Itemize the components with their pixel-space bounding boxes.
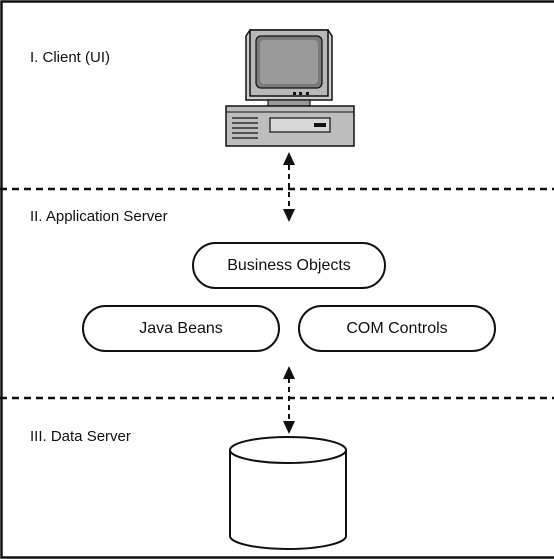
tier-label-data-server: III. Data Server (30, 428, 131, 445)
app-data-connector-arrow (283, 366, 295, 434)
tier-label-application-server: II. Application Server (30, 208, 168, 225)
arrowhead-up (283, 366, 295, 379)
java-beans-label: Java Beans (139, 319, 223, 337)
java-beans-node: Java Beans (82, 305, 280, 352)
database-cylinder-icon (229, 436, 347, 550)
business-objects-label: Business Objects (227, 256, 351, 274)
arrowhead-up (283, 152, 295, 165)
com-controls-node: COM Controls (298, 305, 496, 352)
arrowhead-down (283, 421, 295, 434)
com-controls-label: COM Controls (346, 319, 448, 337)
tier-label-client: I. Client (UI) (30, 49, 111, 66)
business-objects-node: Business Objects (192, 242, 386, 289)
client-app-connector-arrow (283, 152, 295, 222)
arrowhead-down (283, 209, 295, 222)
desktop-computer-icon (225, 29, 355, 147)
